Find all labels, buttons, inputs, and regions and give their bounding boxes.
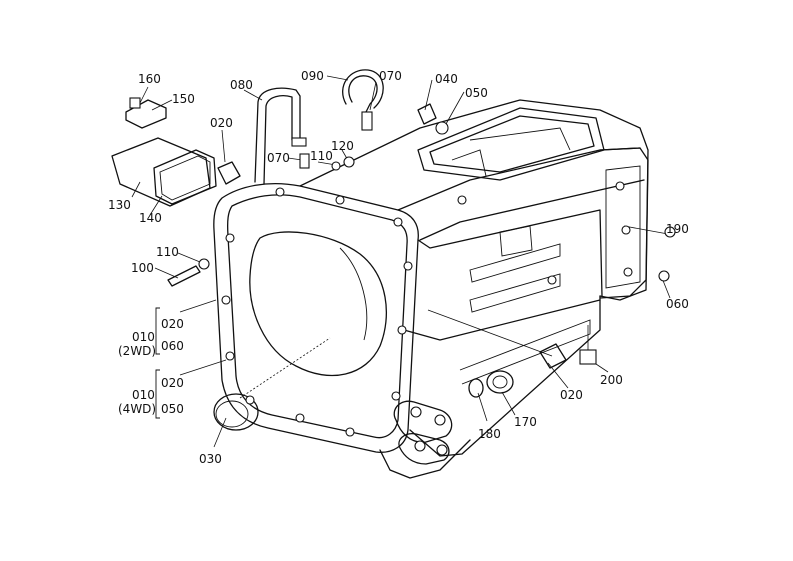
callout-label: 170	[514, 415, 537, 429]
callout-label: 070	[267, 151, 290, 165]
callout-label: 140	[139, 211, 162, 225]
callout-label: 040	[435, 72, 458, 86]
callout-label: 180	[478, 427, 501, 441]
callout-label: 020	[210, 116, 233, 130]
callout-label: 110	[310, 149, 333, 163]
callout-label: 130	[108, 198, 131, 212]
callout-label: 090	[301, 69, 324, 83]
group-brackets	[155, 307, 160, 419]
callout-label: 020	[161, 376, 184, 390]
callout-label: 060	[666, 297, 689, 311]
callout-label: 150	[172, 92, 195, 106]
callout-label: 020	[560, 388, 583, 402]
callout-label: 050	[161, 402, 184, 416]
callout-label: 110	[156, 245, 179, 259]
callout-label: 010	[132, 330, 155, 344]
callout-label: 050	[465, 86, 488, 100]
case-body	[111, 69, 676, 479]
callout-label: 160	[138, 72, 161, 86]
callout-label: (4WD)	[118, 402, 157, 416]
callout-label: (2WD)	[118, 344, 157, 358]
callout-label: 120	[331, 139, 354, 153]
callout-label: 020	[161, 317, 184, 331]
callout-label: 070	[379, 69, 402, 83]
callout-label: 030	[199, 452, 222, 466]
flange-bolt-holes	[221, 181, 633, 456]
callout-label: 200	[600, 373, 623, 387]
callout-label: 080	[230, 78, 253, 92]
leader-lines	[131, 75, 671, 448]
callout-label: 190	[666, 222, 689, 236]
callout-label: 100	[131, 261, 154, 275]
callout-label: 060	[161, 339, 184, 353]
callout-label: 010	[132, 388, 155, 402]
